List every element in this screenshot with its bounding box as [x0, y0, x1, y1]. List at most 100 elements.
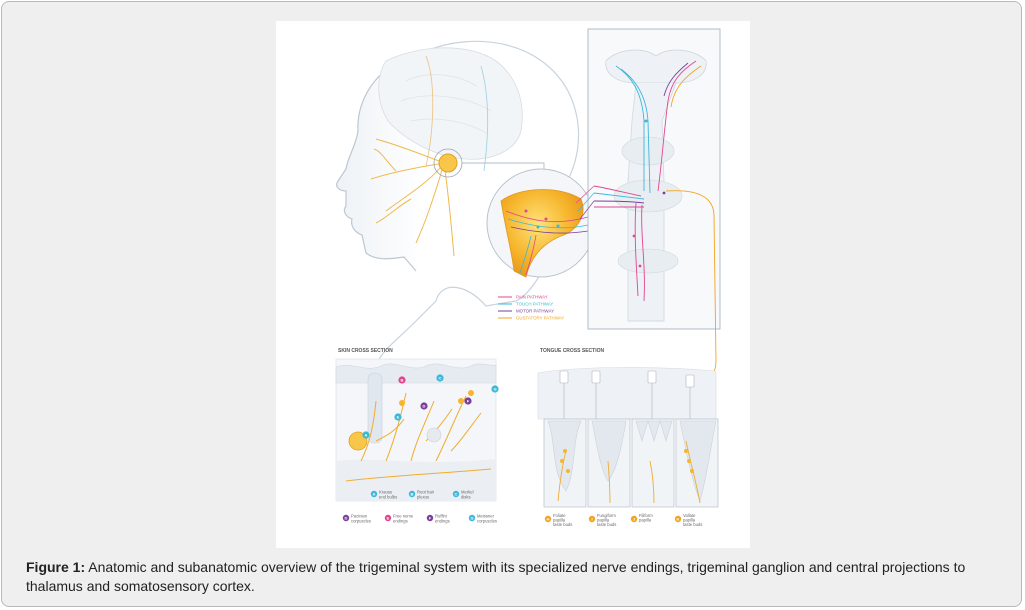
skin-key-dot [408, 490, 416, 498]
tongue-key-dot [630, 515, 638, 523]
skin-key-label: corpuscles [477, 519, 497, 524]
tongue-key-label: taste buds [553, 522, 572, 527]
tongue-key-dot [544, 515, 552, 523]
tongue-key-letter: H [547, 516, 550, 521]
skin-key-label: Merkel [461, 490, 474, 495]
legend-label: TOUCH PATHWAY [516, 302, 553, 307]
tongue-key-letter: J [633, 516, 635, 521]
tongue-key-label: papilla [553, 518, 566, 523]
pathway-legend: PAIN PATHWAY TOUCH PATHWAY MOTOR PATHWAY GU… [498, 295, 564, 321]
tongue-key-label: Fungiform [597, 513, 616, 518]
skin-section-title: SKIN CROSS SECTION [338, 348, 393, 354]
skin-badge-letter: A [365, 432, 368, 437]
skin-badge-dot [436, 374, 444, 382]
figure-caption: Figure 1: Anatomic and subanatomic overv… [26, 558, 1006, 596]
head-profile [336, 40, 580, 367]
skin-key-label: Krause [379, 490, 393, 495]
skin-badge-dot [491, 385, 499, 393]
tongue-key-label: Foliate [553, 513, 566, 518]
skin-key-label: Ruffini [435, 514, 447, 519]
skin-badge-letter: F [467, 398, 470, 403]
skin-key-dot [426, 514, 434, 522]
skin-badge: C [436, 374, 444, 382]
skin-badge: A [362, 431, 370, 439]
tongue-key-dot [588, 515, 596, 523]
caption-label: Figure 1: [26, 559, 86, 575]
skin-key-letter: C [455, 491, 458, 496]
legend-item: MOTOR PATHWAY [498, 309, 554, 314]
skin-key-label: endings [435, 519, 450, 524]
legend-label: PAIN PATHWAY [516, 295, 548, 300]
skin-key-letter: E [387, 515, 390, 520]
skin-badge: G [491, 385, 499, 393]
skin-key-letter: B [411, 491, 414, 496]
legend-label: GUSTATORY PATHWAY [516, 316, 564, 321]
skin-key-dot [342, 514, 350, 522]
skin-key-label: endings [393, 519, 408, 524]
skin-key-dot [468, 514, 476, 522]
legend-label: MOTOR PATHWAY [516, 309, 554, 314]
tongue-key-letter: I [591, 516, 592, 521]
skin-key-label: disks [461, 495, 471, 500]
figure-image: PAIN PATHWAY TOUCH PATHWAY MOTOR PATHWAY GU… [276, 21, 750, 548]
ganglion-connector [575, 185, 595, 220]
skin-key-dot [452, 490, 460, 498]
skin-badge-letter: G [493, 386, 496, 391]
skin-badge: B [398, 376, 406, 384]
ganglion-magnified [486, 168, 596, 278]
skin-key-label: Pacinian [351, 514, 368, 519]
tongue-key-letter: K [677, 516, 680, 521]
tongue-key-label: Vallate [683, 513, 696, 518]
skin-badge-letter: E [397, 414, 400, 419]
tongue-key-label: papilla [683, 518, 696, 523]
skin-badge-letter: C [439, 375, 442, 380]
skin-badge-dot [394, 413, 402, 421]
skin-key-dot [370, 490, 378, 498]
skin-badge: D [420, 402, 428, 410]
skin-badge: F [464, 397, 472, 405]
tongue-key-label: taste buds [597, 522, 616, 527]
skin-key-label: Free nerve [393, 514, 414, 519]
skin-badge-dot [464, 397, 472, 405]
skin-badge-dot [420, 402, 428, 410]
skin-badge-letter: B [401, 377, 404, 382]
tongue-key-dot [674, 515, 682, 523]
skin-cross-section: SKIN CROSS SECTION [335, 348, 499, 524]
caption-text: Anatomic and subanatomic overview of the… [26, 559, 966, 594]
tongue-key-label: papilla [639, 518, 652, 523]
skin-badge: E [394, 413, 402, 421]
skin-key-label: plexus [417, 495, 429, 500]
skin-key-letter: A [373, 491, 376, 496]
legend-item: GUSTATORY PATHWAY [498, 316, 564, 321]
tongue-cross-section: TONGUE CROSS SECTION [537, 348, 719, 527]
skin-key-label: end bulbs [379, 495, 397, 500]
skin-key-letter: F [429, 515, 432, 520]
tongue-key-label: taste buds [683, 522, 702, 527]
skin-key-dot [384, 514, 392, 522]
skin-key-letter: G [470, 515, 473, 520]
legend-item: TOUCH PATHWAY [498, 302, 553, 307]
trigeminal-illustration: PAIN PATHWAY TOUCH PATHWAY MOTOR PATHWAY GU… [335, 28, 721, 527]
skin-key-label: Root hair [417, 490, 435, 495]
skin-badge-dot [362, 431, 370, 439]
skin-key-label: corpuscles [351, 519, 371, 524]
brainstem-panel [587, 28, 721, 384]
tongue-section-title: TONGUE CROSS SECTION [540, 348, 604, 354]
skin-badge-dot [398, 376, 406, 384]
legend-item: PAIN PATHWAY [498, 295, 548, 300]
skin-badge-letter: D [423, 403, 426, 408]
skin-key-label: Meissner [477, 514, 495, 519]
skin-key-letter: D [345, 515, 348, 520]
